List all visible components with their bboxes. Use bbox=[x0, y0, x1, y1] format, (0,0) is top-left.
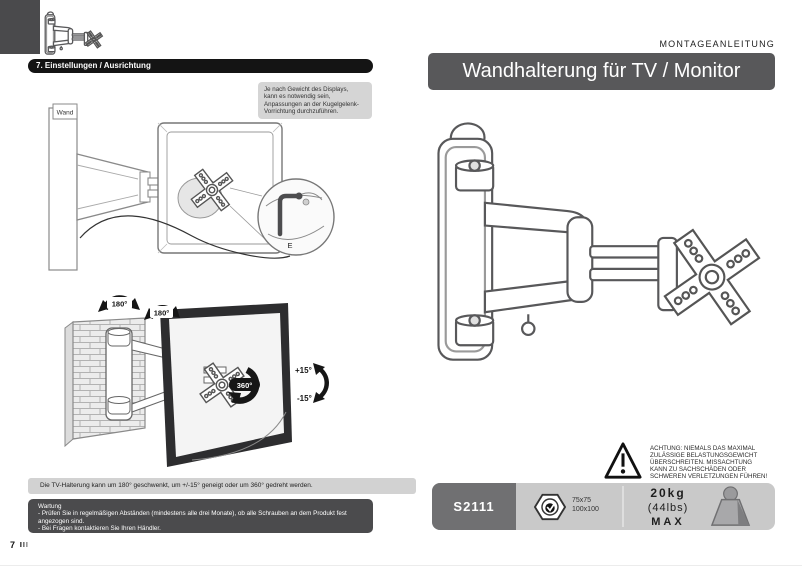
maintenance-title: Wartung bbox=[38, 503, 62, 510]
page-bottom-rule bbox=[0, 565, 802, 566]
maintenance-box: Wartung - Prüfen Sie in regelmäßigen Abs… bbox=[28, 499, 373, 533]
rotate-arrow: 360° bbox=[228, 367, 260, 404]
weight-icon bbox=[710, 486, 751, 526]
warning-line: SCHWEREN VERLETZUNGEN FÜHREN! bbox=[650, 473, 768, 480]
note-box: Je nach Gewicht des Displays, kann es no… bbox=[258, 82, 372, 119]
note-line: kann es notwendig sein, bbox=[264, 93, 331, 101]
swivel-arrow-b: 180° bbox=[144, 305, 180, 320]
spec-divider bbox=[622, 486, 624, 527]
tilt-up-label: +15° bbox=[295, 366, 312, 375]
warning-line: ACHTUNG: NIEMALS DAS MAXIMAL bbox=[650, 445, 756, 452]
tilt-down-label: -15° bbox=[297, 394, 312, 403]
summary-bar: Die TV-Halterung kann um 180° geschwenkt… bbox=[28, 478, 416, 494]
corner-mark bbox=[0, 0, 40, 54]
warning-text: ACHTUNG: NIEMALS DAS MAXIMAL ZULÄSSIGE B… bbox=[650, 445, 790, 480]
page-number-marks bbox=[20, 542, 28, 547]
detail-circle: E bbox=[257, 178, 335, 256]
weight-kg: 20kg bbox=[650, 486, 686, 500]
page-title-text: Wandhalterung für TV / Monitor bbox=[462, 60, 741, 82]
vesa-size: 100x100 bbox=[572, 506, 599, 513]
swivel-label-a: 180° bbox=[112, 300, 128, 309]
page-number: 7 bbox=[10, 540, 16, 550]
rotation-diagram: 180° 180° 360° +15° -15° bbox=[64, 295, 329, 467]
note-line: Je nach Gewicht des Displays, bbox=[264, 86, 349, 93]
page-title: Wandhalterung für TV / Monitor bbox=[428, 53, 775, 90]
spec-bar: S2111 75x75 100x100 20kg (44lbs) MAX bbox=[432, 483, 775, 530]
note-line: Anpassungen an der Kugelgelenk- bbox=[264, 100, 359, 108]
swivel-label-b: 180° bbox=[154, 309, 170, 318]
warning-line: KANN ZU SACHSCHÄDEN ODER bbox=[650, 466, 746, 473]
swivel-arrow-a: 180° bbox=[98, 295, 140, 312]
weight-max: MAX bbox=[651, 516, 685, 528]
adjustment-diagram: E Wand bbox=[48, 103, 335, 271]
rotate-label: 360° bbox=[237, 381, 253, 390]
tilt-arrow: +15° -15° bbox=[295, 363, 329, 403]
section-heading: 7. Einstellungen / Ausrichtung bbox=[28, 59, 373, 73]
maintenance-item: - Bei Fragen kontaktieren Sie Ihren Händ… bbox=[38, 524, 161, 532]
product-illustration bbox=[422, 112, 778, 370]
vesa-icon bbox=[534, 493, 566, 521]
allen-key-icon bbox=[277, 193, 301, 237]
vesa-size: 75x75 bbox=[572, 497, 592, 504]
vesa-sizes: 75x75 100x100 bbox=[572, 496, 599, 514]
cable-line bbox=[79, 215, 291, 259]
model-badge: S2111 bbox=[432, 483, 516, 530]
warning-line: ZULÄSSIGE BELASTUNGSGEWICHT bbox=[650, 452, 758, 459]
warning-triangle-icon bbox=[604, 442, 642, 479]
detail-label-e: E bbox=[287, 241, 292, 250]
wall-label: Wand bbox=[52, 103, 78, 120]
doc-type-label: MONTAGEANLEITUNG bbox=[659, 39, 775, 49]
warning-line: ÜBERSCHREITEN. MISSACHTUNG bbox=[650, 459, 753, 466]
weight-rating: 20kg (44lbs) MAX bbox=[628, 486, 708, 529]
svg-text:Wand: Wand bbox=[57, 110, 74, 117]
maintenance-item: - Prüfen Sie in regelmäßigen Abständen (… bbox=[38, 510, 347, 525]
weight-lbs: (44lbs) bbox=[647, 502, 689, 514]
mini-product-icon bbox=[42, 10, 106, 56]
note-line: Vorrichtung durchzuführen. bbox=[264, 108, 339, 116]
